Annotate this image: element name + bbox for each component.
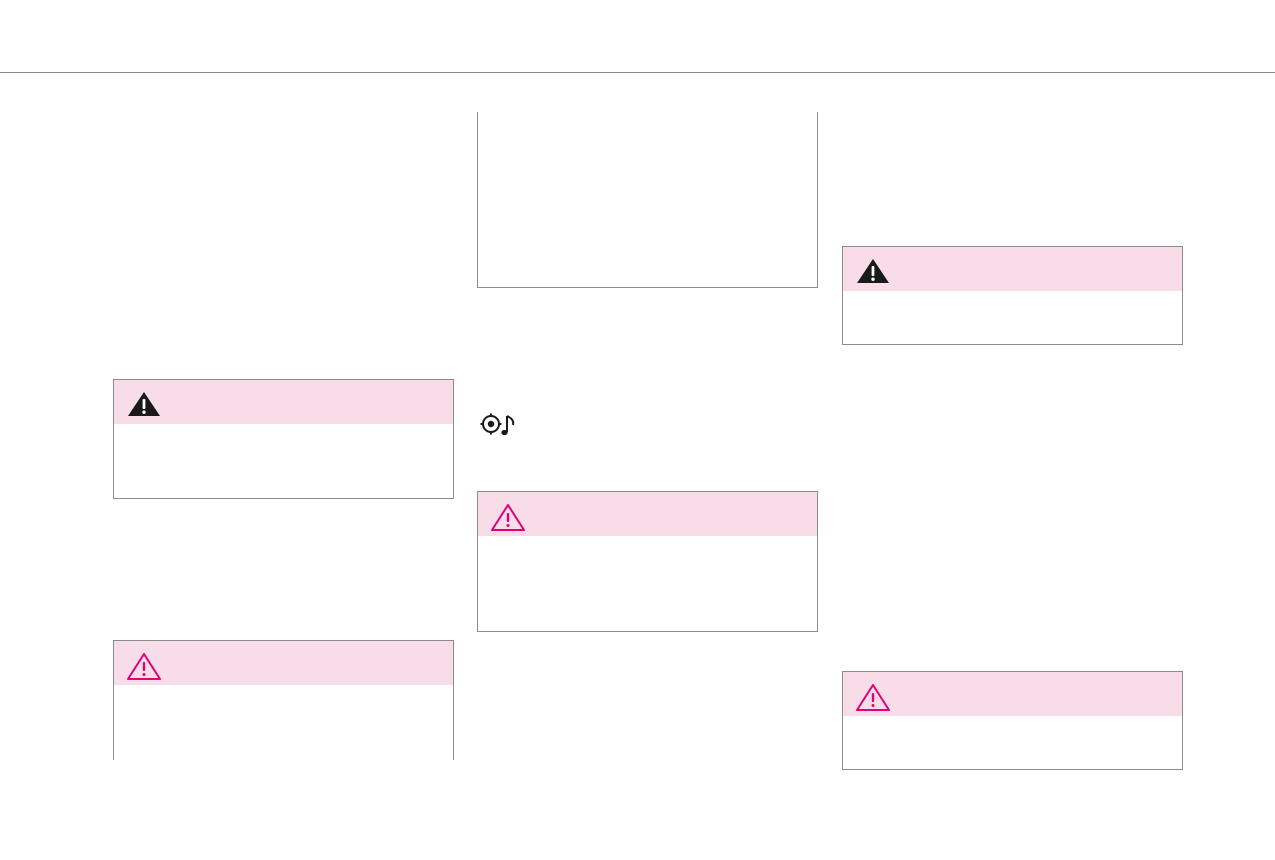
warning-box	[842, 246, 1183, 345]
warning-filled-icon	[128, 392, 160, 416]
warning-outline-icon	[856, 684, 890, 711]
audio-settings-icon	[480, 413, 515, 436]
warning-box	[113, 640, 454, 760]
warning-outline-icon	[491, 504, 525, 531]
warning-box-header	[114, 641, 453, 685]
header-rule	[0, 72, 1275, 73]
warning-box-header	[478, 492, 817, 536]
warning-box	[477, 491, 818, 632]
continued-frame	[477, 112, 818, 288]
warning-box-header	[843, 247, 1182, 291]
warning-outline-icon	[127, 653, 161, 680]
warning-box	[842, 671, 1183, 770]
warning-box-header	[114, 380, 453, 424]
warning-box	[113, 379, 454, 499]
warning-box-header	[843, 672, 1182, 716]
warning-filled-icon	[857, 259, 889, 283]
